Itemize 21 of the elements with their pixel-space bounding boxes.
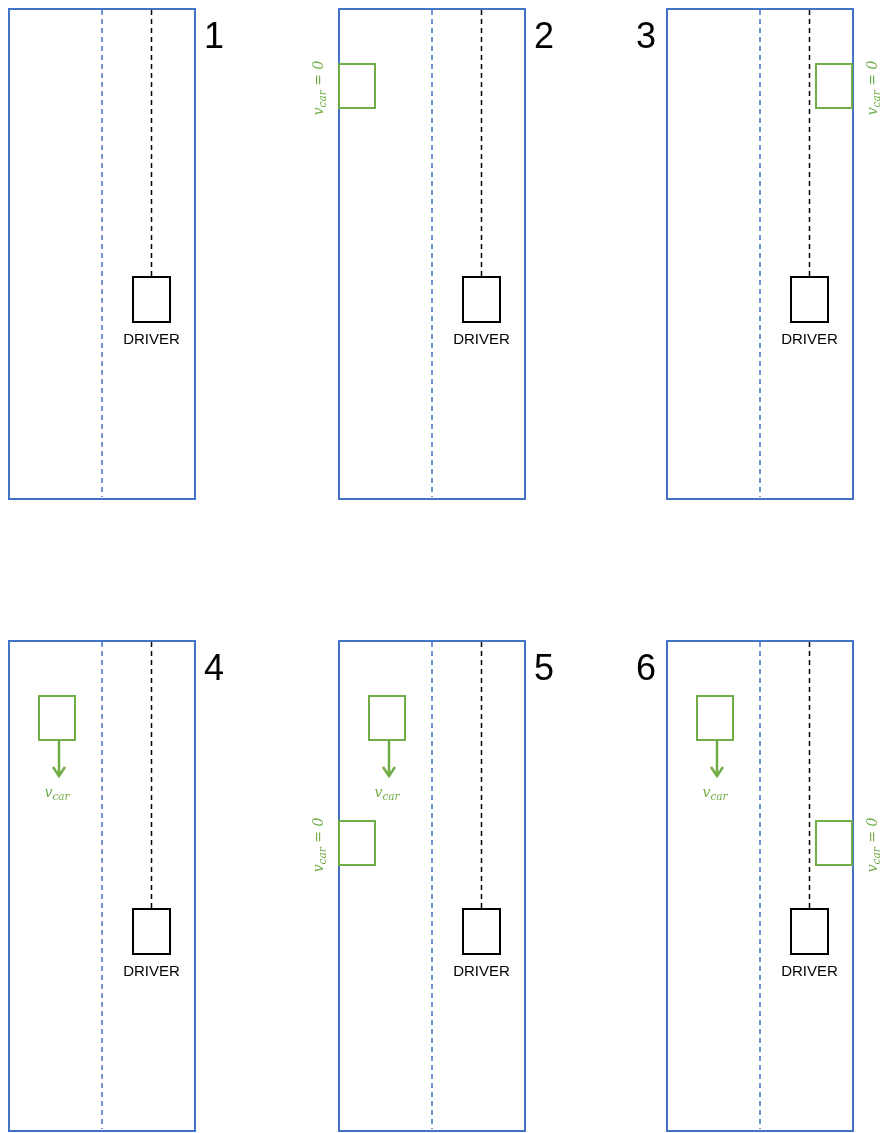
driver-label: DRIVER <box>781 963 838 978</box>
sight-line <box>150 9 153 277</box>
sight-line <box>808 641 811 909</box>
panel-number: 3 <box>635 18 656 54</box>
panel-number: 1 <box>204 18 225 54</box>
sight-line <box>480 9 483 277</box>
driver-label: DRIVER <box>123 963 180 978</box>
velocity-label: v$_{car}$ <box>44 785 70 799</box>
velocity-label: v$_{car}$ <box>702 785 728 799</box>
velocity-label: v$_{car}$ <box>374 785 400 799</box>
driver-label: DRIVER <box>123 331 180 346</box>
panel-number: 2 <box>534 18 555 54</box>
driver-label: DRIVER <box>453 331 510 346</box>
panel-number: 4 <box>204 650 225 686</box>
panel-number: 5 <box>534 650 555 686</box>
panel-number: 6 <box>635 650 656 686</box>
sight-line <box>808 9 811 277</box>
sight-line <box>150 641 153 909</box>
driver-label: DRIVER <box>781 331 838 346</box>
driver-label: DRIVER <box>453 963 510 978</box>
sight-line <box>480 641 483 909</box>
